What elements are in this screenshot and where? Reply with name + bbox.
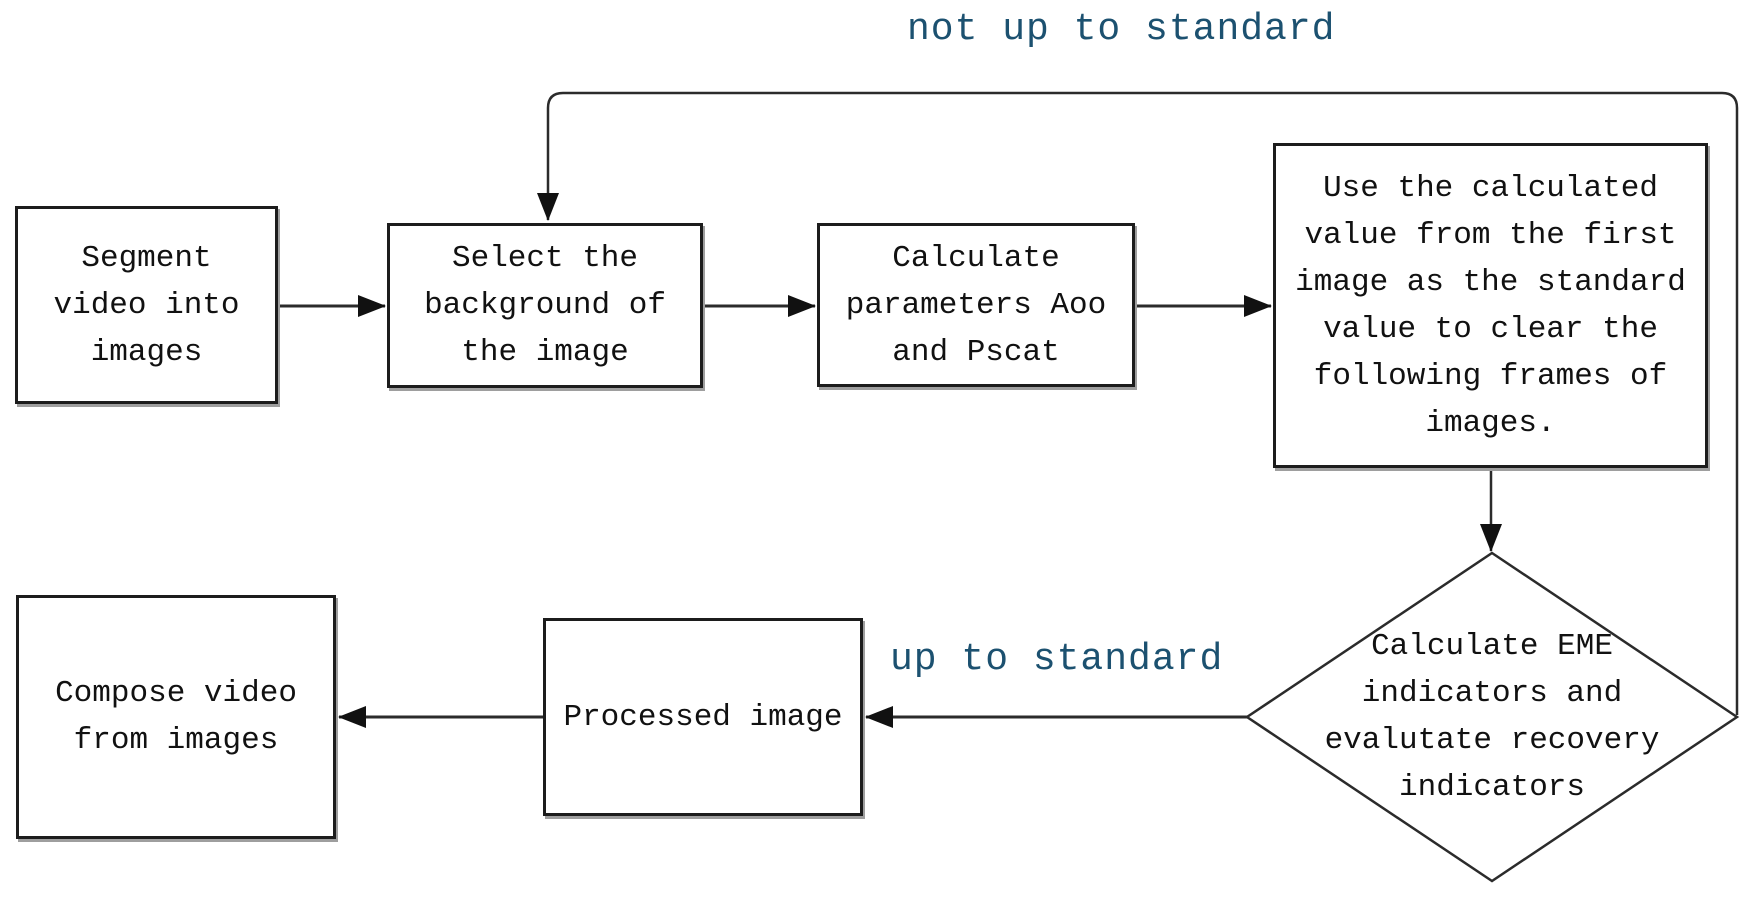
node-use-calculated-value: Use the calculated value from the first … (1273, 143, 1708, 468)
node-decision-label: Calculate EME indicators and evalutate r… (1324, 629, 1660, 805)
node-select-background: Select the background of the image (387, 223, 703, 388)
node-processed-image: Processed image (543, 618, 863, 816)
arrow-decision-to-select-feedback (537, 91, 1739, 715)
node-select-background-label: Select the background of the image (424, 241, 666, 370)
decision-diamond-shape (1244, 551, 1740, 883)
node-processed-image-label: Processed image (563, 699, 843, 735)
node-calculate-parameters: Calculate parameters Aoo and Pscat (817, 223, 1135, 387)
node-calculate-parameters-label: Calculate parameters Aoo and Pscat (845, 240, 1107, 370)
node-segment-video: Segment video into images (15, 206, 278, 404)
node-compose-video: Compose video from images (16, 595, 336, 839)
node-segment-video-label: Segment video into images (53, 240, 240, 370)
node-compose-video-label: Compose video from images (55, 676, 297, 758)
edge-label-not-up-to-standard: not up to standard (907, 8, 1336, 51)
edge-label-up-to-standard: up to standard (890, 638, 1224, 681)
node-decision: Calculate EME indicators and evalutate r… (1302, 623, 1682, 811)
node-use-calculated-value-label: Use the calculated value from the first … (1295, 170, 1686, 441)
